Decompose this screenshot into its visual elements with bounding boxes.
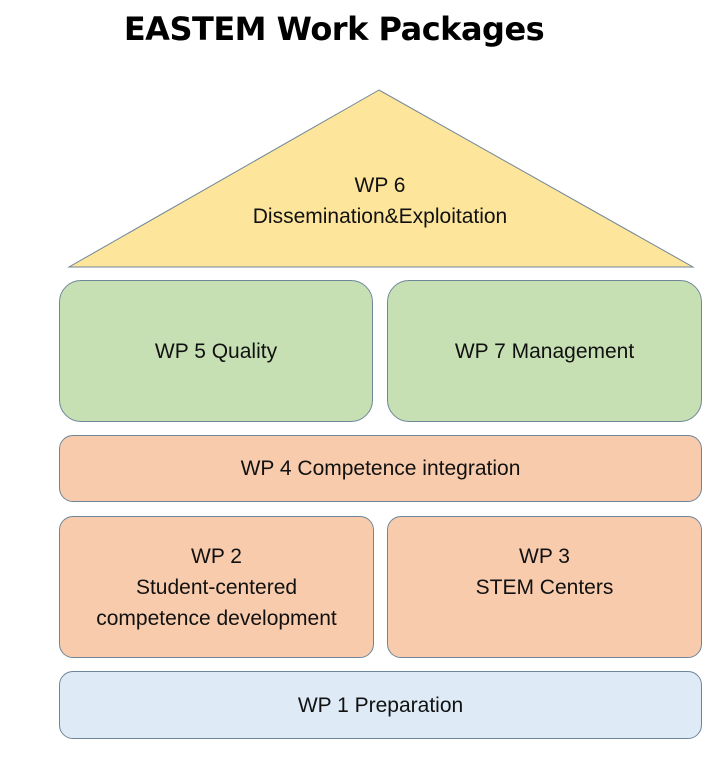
wp3-box: WP 3 STEM Centers: [387, 516, 702, 658]
wp1-box: WP 1 Preparation: [59, 671, 702, 739]
wp3-line-1: WP 3: [519, 545, 570, 568]
wp2-line-1: WP 2: [191, 544, 242, 568]
wp5-label: WP 5 Quality: [154, 339, 278, 363]
wp2-box: WP 2 Student-centered competence develop…: [59, 516, 374, 658]
wp1-label: WP 1 Preparation: [297, 693, 464, 717]
wp6-line-1: WP 6: [354, 174, 406, 197]
wp2-line-2: Student-centered: [135, 575, 298, 599]
wp3-line-2: STEM Centers: [475, 576, 614, 599]
roof-triangle: [67, 89, 695, 268]
wp2-line-3: competence development: [96, 606, 337, 630]
wp7-label: WP 7 Management: [454, 339, 635, 363]
wp6-label: WP 6 Dissemination&Exploitation: [200, 170, 560, 232]
wp6-line-2: Dissemination&Exploitation: [252, 205, 508, 228]
wp4-label: WP 4 Competence integration: [240, 457, 521, 480]
wp4-box: WP 4 Competence integration: [59, 435, 702, 502]
diagram-title: EASTEM Work Packages: [123, 10, 545, 48]
wp5-box: WP 5 Quality: [59, 280, 373, 422]
wp6-roof-shape: [67, 89, 695, 268]
wp7-box: WP 7 Management: [387, 280, 702, 422]
